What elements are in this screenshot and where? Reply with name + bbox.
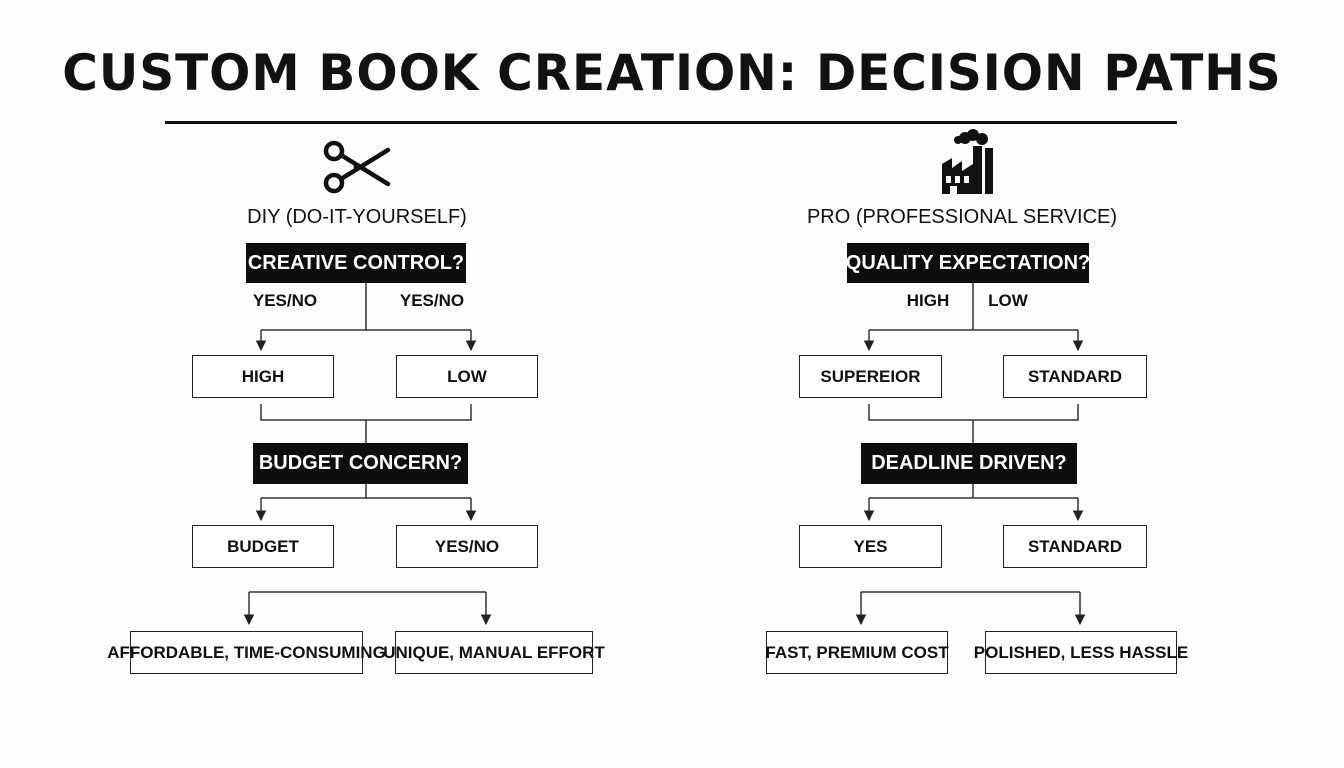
page-title: CUSTOM BOOK CREATION: DECISION PATHS: [62, 44, 1282, 102]
pro-option-superior: SUPEREIOR: [799, 355, 942, 398]
diy-question-budget: BUDGET CONCERN?: [253, 443, 468, 484]
pro-path-label: PRO (PROFESSIONAL SERVICE): [806, 206, 1118, 228]
pro-question-deadline: DEADLINE DRIVEN?: [861, 443, 1077, 484]
pro-option-standard-2: STANDARD: [1003, 525, 1147, 568]
diy-option-high: HIGH: [192, 355, 334, 398]
pro-question-quality: QUALITY EXPECTATION?: [846, 243, 1090, 283]
pro-merge-1: [868, 404, 1079, 421]
diy-outcome-affordable: AFFORDABLE, TIME-CONSUMING: [107, 631, 386, 674]
pro-q1-branch-right: LOW: [988, 291, 1028, 310]
factory-icon: [940, 128, 996, 194]
diy-option-low: LOW: [396, 355, 538, 398]
pro-q1-branch-left: HIGH: [906, 291, 950, 310]
scissors-icon: [322, 140, 392, 194]
pro-option-standard: STANDARD: [1003, 355, 1147, 398]
pro-outcome-polished: POLISHED, LESS HASSLE: [974, 631, 1188, 674]
title-divider: [165, 121, 1177, 124]
diy-question-creative-control: CREATIVE CONTROL?: [246, 243, 466, 283]
diy-merge-1: [260, 404, 472, 421]
diy-option-yes-no: YES/NO: [396, 525, 538, 568]
diy-q1-branch-right: YES/NO: [399, 291, 465, 310]
diy-path-label: DIY (DO-IT-YOURSELF): [247, 206, 467, 228]
pro-outcome-fast: FAST, PREMIUM COST: [765, 631, 949, 674]
pro-option-yes: YES: [799, 525, 942, 568]
diy-option-budget: BUDGET: [192, 525, 334, 568]
diy-outcome-unique: UNIQUE, MANUAL EFFORT: [383, 631, 605, 674]
diy-q1-branch-left: YES/NO: [252, 291, 318, 310]
